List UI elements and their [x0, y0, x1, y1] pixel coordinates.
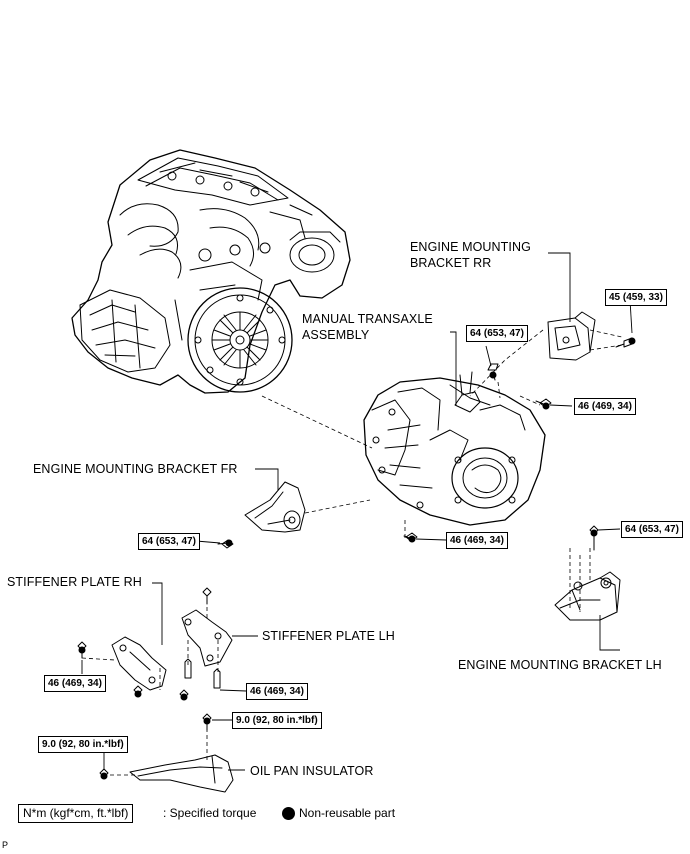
torque-box-fr: 64 (653, 47): [138, 533, 200, 550]
torque-box-transaxle-bottom: 46 (469, 34): [446, 532, 508, 549]
alignment-lines: [81, 329, 623, 776]
bolts: [77, 337, 633, 778]
bracket-fr-illustration: [244, 481, 306, 533]
bracket-lh-illustration: [554, 571, 621, 621]
label-bracket-lh: ENGINE MOUNTING BRACKET LH: [458, 658, 662, 672]
legend-nonreusable: Non-reusable part: [299, 806, 396, 820]
torque-box-rr: 45 (459, 33): [605, 289, 667, 306]
torque-box-stiffener-lh: 46 (469, 34): [246, 683, 308, 700]
torque-box-oil-pan-top: 9.0 (92, 80 in.*lbf): [232, 712, 322, 729]
legend-torque-units: N*m (kgf*cm, ft.*lbf): [18, 804, 134, 823]
torque-box-transaxle-right: 46 (469, 34): [574, 398, 636, 415]
torque-box-transaxle-top: 64 (653, 47): [466, 325, 528, 342]
label-transaxle-line2: ASSEMBLY: [302, 328, 370, 342]
torque-box-stiffener-rh: 46 (469, 34): [44, 675, 106, 692]
torque-box-lh: 64 (653, 47): [621, 521, 683, 538]
legend-torque-desc: : Specified torque: [163, 806, 257, 820]
bracket-rr-illustration: [547, 311, 596, 361]
label-transaxle-line1: MANUAL TRANSAXLE: [302, 312, 433, 326]
corner-mark: P: [2, 840, 9, 850]
label-stiffener-rh: STIFFENER PLATE RH: [7, 575, 142, 589]
engine-illustration: [71, 149, 351, 394]
non-reusable-dot-icon: [282, 807, 295, 820]
transaxle-illustration: [363, 371, 546, 526]
stiffener-rh-illustration: [111, 636, 167, 691]
label-bracket-rr-line2: BRACKET RR: [410, 256, 492, 270]
label-bracket-fr: ENGINE MOUNTING BRACKET FR: [33, 462, 238, 476]
torque-box-oil-pan-left: 9.0 (92, 80 in.*lbf): [38, 736, 128, 753]
label-stiffener-lh: STIFFENER PLATE LH: [262, 629, 395, 643]
label-oil-pan-insulator: OIL PAN INSULATOR: [250, 764, 374, 778]
label-bracket-rr-line1: ENGINE MOUNTING: [410, 240, 531, 254]
stiffener-lh-illustration: [181, 609, 233, 667]
oil-pan-insulator-illustration: [129, 754, 234, 793]
leader-lines: [81, 252, 633, 771]
